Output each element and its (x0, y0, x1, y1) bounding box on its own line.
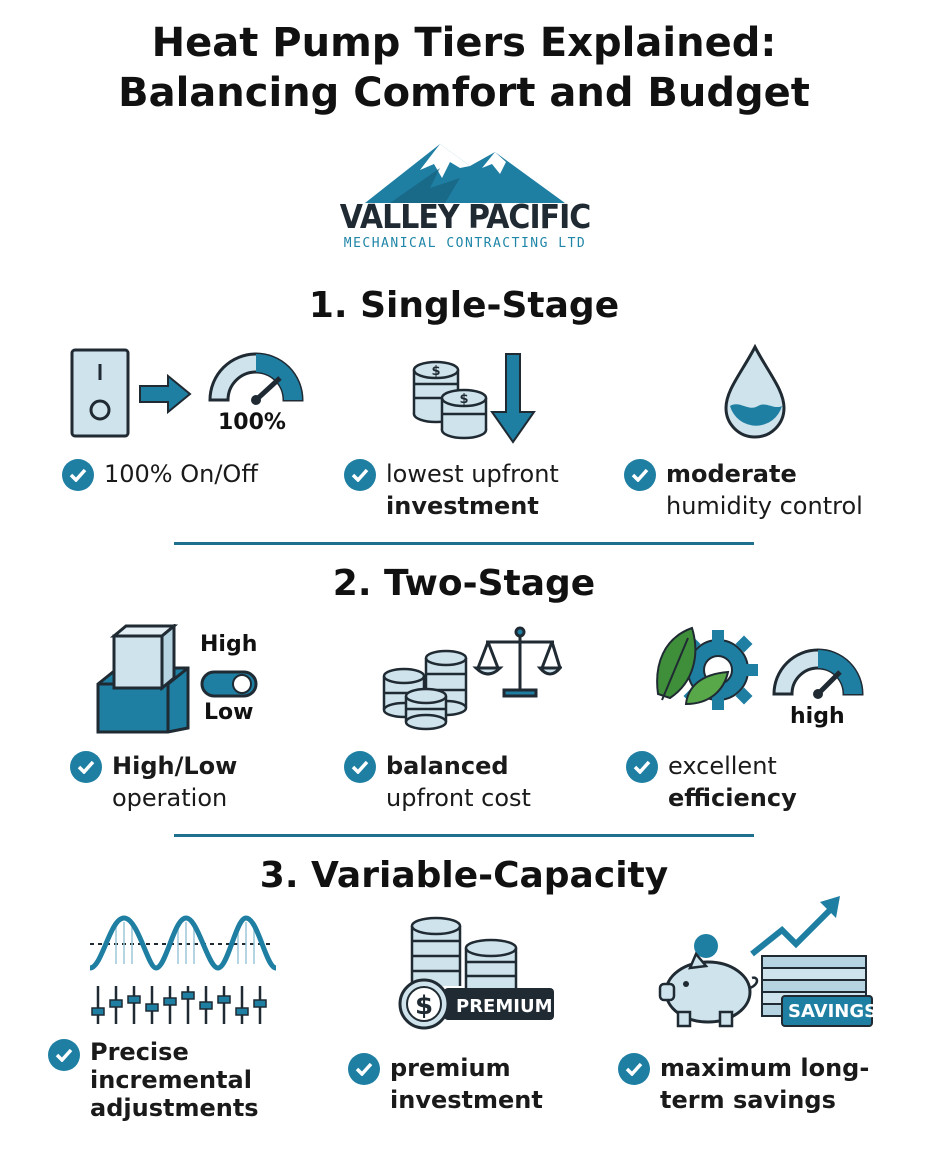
logo-subtitle: MECHANICAL CONTRACTING LTD (343, 236, 587, 251)
feature-text: humidity control (666, 492, 863, 520)
feature-savings: maximum long- term savings (618, 1052, 869, 1116)
gauge-label-high: high (790, 704, 845, 729)
check-icon (344, 459, 376, 491)
section-heading-two-stage: 2. Two-Stage (332, 563, 596, 604)
section-divider (174, 542, 754, 545)
feature-text: operation (112, 784, 228, 812)
switch-arrow-gauge-icon (70, 348, 310, 440)
svg-text:$: $ (431, 364, 440, 379)
section-heading-variable-capacity: 3. Variable-Capacity (259, 855, 669, 896)
piggy-bank-savings-icon (656, 892, 878, 1030)
water-drop-icon (722, 343, 788, 442)
logo-name: VALLEY PACIFIC (339, 198, 592, 237)
mountain-icon (365, 144, 565, 203)
wave-sliders-icon (86, 912, 278, 1030)
title-line-1: Heat Pump Tiers Explained: (151, 20, 777, 66)
feature-text-bold: maximum long- (660, 1054, 870, 1082)
check-icon (348, 1053, 380, 1085)
check-icon (618, 1053, 650, 1085)
check-icon (626, 751, 658, 783)
feature-text-bold: investment (386, 492, 539, 520)
check-icon (624, 459, 656, 491)
premium-label: PREMIUM (456, 996, 553, 1017)
coins-scale-icon (382, 624, 564, 732)
toggle-label-low: Low (204, 700, 254, 725)
savings-label: SAVINGS (788, 1001, 878, 1022)
coins-premium-icon: $ (394, 916, 558, 1030)
feature-text-bold: moderate (666, 460, 797, 488)
section-divider (174, 834, 754, 837)
check-icon (70, 751, 102, 783)
feature-efficiency: excellent efficiency (626, 750, 797, 814)
feature-text: 100% On/Off (104, 460, 258, 488)
feature-precise: Precise incremental adjustments (48, 1038, 259, 1122)
company-logo: VALLEY PACIFIC MECHANICAL CONTRACTING LT… (330, 138, 600, 256)
feature-text-bold: High/Low (112, 752, 238, 780)
svg-text:$: $ (459, 392, 468, 407)
title-line-2: Balancing Comfort and Budget (118, 70, 810, 116)
feature-text-bold: premium (390, 1054, 511, 1082)
feature-high-low: High/Low operation (70, 750, 237, 814)
feature-text: upfront cost (386, 784, 531, 812)
feature-text-bold: investment (390, 1086, 543, 1114)
feature-text-bold: balanced (386, 752, 509, 780)
feature-text-bold: efficiency (668, 784, 797, 812)
gauge-label-100: 100% (218, 410, 286, 435)
coins-down-arrow-icon: $ $ (410, 352, 540, 444)
leaf-gear-gauge-icon (654, 624, 870, 714)
check-icon (62, 459, 94, 491)
feature-text-bold: incremental (90, 1066, 252, 1094)
feature-on-off: 100% On/Off (62, 458, 258, 491)
feature-lowest-upfront: lowest upfront investment (344, 458, 559, 522)
feature-text-bold: Precise (90, 1038, 189, 1066)
toggle-label-high: High (200, 632, 258, 657)
feature-humidity: moderate humidity control (624, 458, 863, 522)
feature-premium: premium investment (348, 1052, 543, 1116)
page-title: Heat Pump Tiers Explained: Balancing Com… (0, 18, 928, 118)
feature-balanced: balanced upfront cost (344, 750, 531, 814)
svg-text:$: $ (415, 991, 433, 1021)
cube-toggle-icon (96, 622, 266, 734)
feature-text: lowest upfront (386, 460, 559, 488)
feature-text: excellent (668, 752, 777, 780)
check-icon (344, 751, 376, 783)
feature-text-bold: adjustments (90, 1094, 259, 1122)
feature-text-bold: term savings (660, 1086, 836, 1114)
check-icon (48, 1039, 80, 1071)
section-heading-single-stage: 1. Single-Stage (308, 285, 620, 326)
